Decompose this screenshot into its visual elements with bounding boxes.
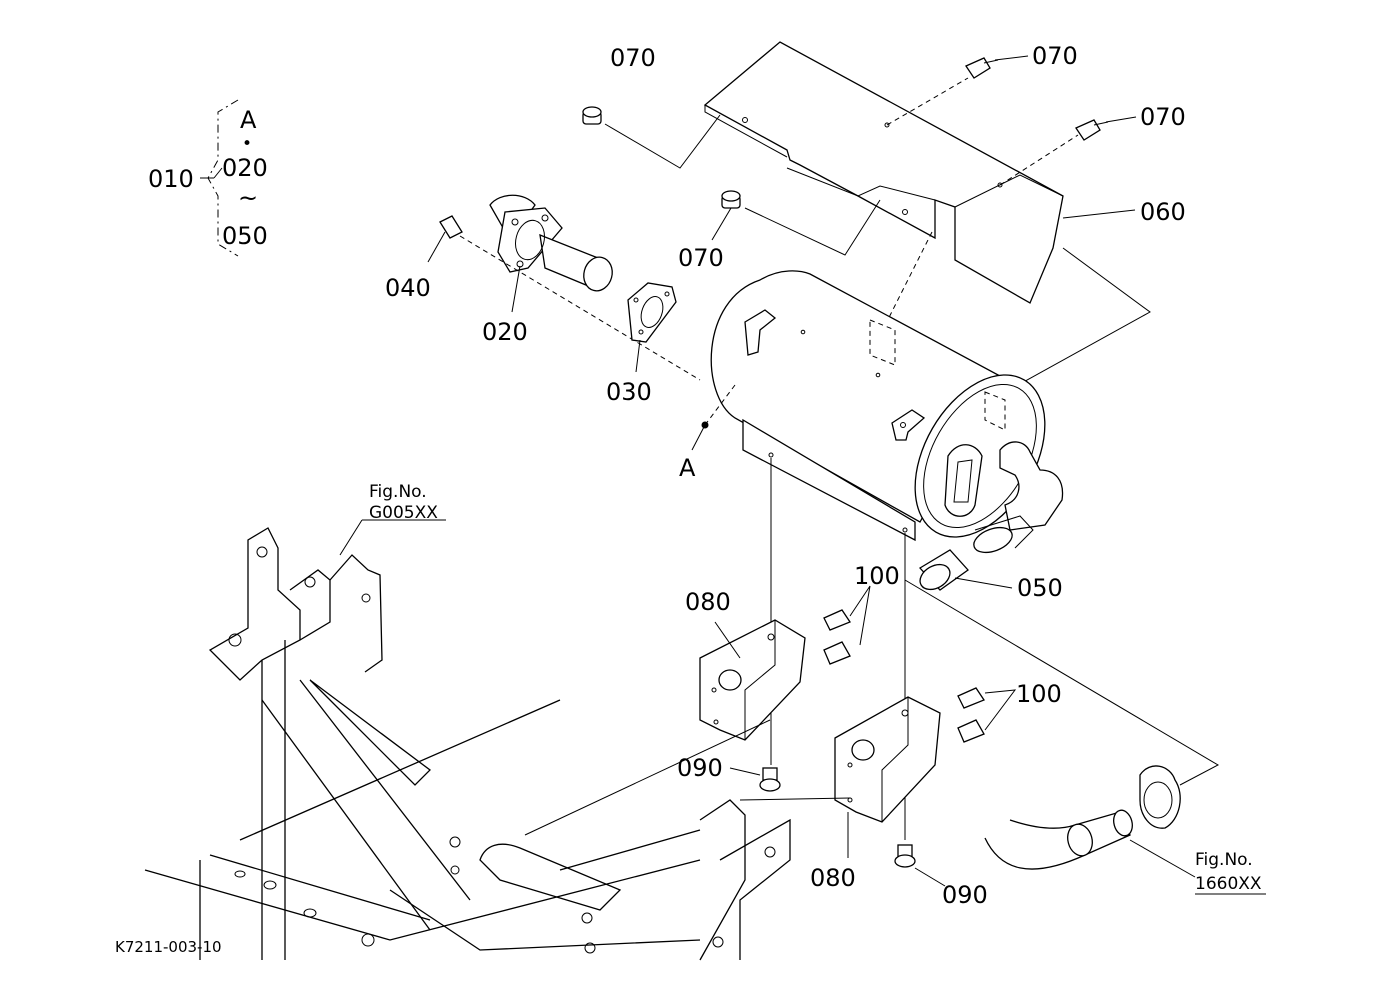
pipe-ref-number: 1660XX bbox=[1195, 874, 1262, 894]
diagram-code: K7211-003-10 bbox=[115, 938, 222, 956]
callout-070-right: 070 bbox=[1140, 103, 1186, 131]
group-letter: A bbox=[240, 106, 257, 134]
bolt-090-upper bbox=[759, 767, 781, 792]
callout-090-lower: 090 bbox=[942, 881, 988, 909]
group-bracket: 010 A • 020 ~ 050 bbox=[148, 99, 268, 257]
callout-point-a: A bbox=[679, 454, 696, 482]
bolt-070-mid bbox=[721, 190, 741, 209]
group-parent-number: 010 bbox=[148, 165, 194, 193]
tail-pipe bbox=[984, 765, 1181, 870]
callout-090-upper: 090 bbox=[677, 754, 723, 782]
pipe-050 bbox=[918, 549, 969, 591]
pipe-ref-label: Fig.No. bbox=[1195, 850, 1253, 870]
muffler-cover bbox=[703, 41, 1064, 304]
callout-040: 040 bbox=[385, 274, 431, 302]
bolts-100-lower bbox=[957, 687, 985, 743]
inlet-pipe bbox=[489, 194, 613, 292]
group-bullet: • bbox=[242, 134, 252, 154]
callout-080-lower: 080 bbox=[810, 864, 856, 892]
callout-050: 050 bbox=[1017, 574, 1063, 602]
callout-100-lower: 100 bbox=[1016, 680, 1062, 708]
frame-ref-number: G005XX bbox=[369, 503, 438, 523]
bolt-070-top-right bbox=[965, 57, 999, 79]
callout-020: 020 bbox=[482, 318, 528, 346]
callout-070-mid: 070 bbox=[678, 244, 724, 272]
stud-040 bbox=[439, 215, 463, 239]
callout-070-top-right: 070 bbox=[1032, 42, 1078, 70]
group-tilde: ~ bbox=[238, 184, 258, 212]
callout-060: 060 bbox=[1140, 198, 1186, 226]
group-range-start: 020 bbox=[222, 154, 268, 182]
group-range-end: 050 bbox=[222, 222, 268, 250]
tractor-frame bbox=[144, 527, 791, 961]
callout-080-upper: 080 bbox=[685, 588, 731, 616]
bolts-100-upper bbox=[823, 609, 851, 665]
callout-070-top-left: 070 bbox=[610, 44, 656, 72]
bolt-070-right bbox=[1075, 119, 1109, 141]
gasket-030 bbox=[627, 282, 677, 343]
muffler bbox=[710, 270, 1064, 554]
bolt-090-lower bbox=[894, 844, 916, 868]
frame-ref-label: Fig.No. bbox=[369, 482, 427, 502]
bracket-080-upper bbox=[699, 619, 806, 741]
callout-100-upper: 100 bbox=[854, 562, 900, 590]
bracket-080-lower bbox=[834, 696, 941, 823]
bolt-070-top-left bbox=[582, 106, 602, 125]
callout-030: 030 bbox=[606, 378, 652, 406]
